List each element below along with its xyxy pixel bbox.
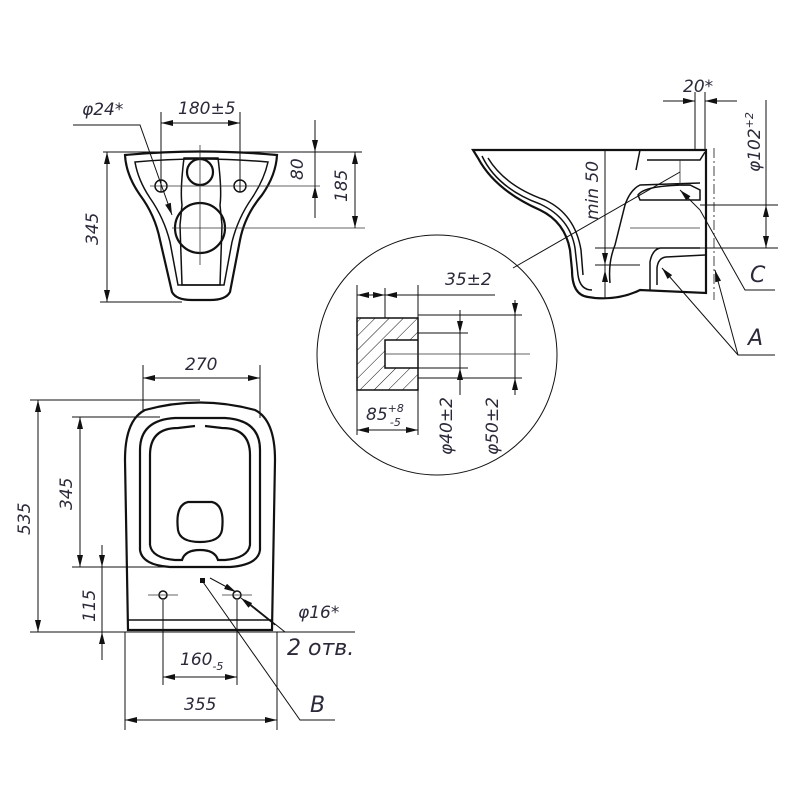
dim-535-label: 535 <box>15 503 35 535</box>
dim-355-label: 355 <box>184 695 216 715</box>
dim-160-label: 160-5 <box>180 650 223 673</box>
top-view: φ24* 180±5 80 185 345 <box>73 99 365 303</box>
dim-80-label: 80 <box>288 158 308 180</box>
dim-35-label: 35±2 <box>445 270 492 290</box>
top-view-channel <box>179 157 223 286</box>
min-50-label: min 50 <box>583 161 603 220</box>
hole-diameter-label: φ24* <box>82 100 123 120</box>
label-a: A <box>746 326 763 351</box>
seat-opening <box>176 500 224 544</box>
seat-outer <box>138 416 262 569</box>
detail-view: 35±2 85+8-5 φ40±2 φ50±2 <box>316 234 558 476</box>
dim-40-label: φ40±2 <box>437 397 457 455</box>
hole-count-label: 2 отв. <box>287 636 354 661</box>
front-view-outline <box>123 401 277 632</box>
hole-spacing-label: 180±5 <box>178 99 236 119</box>
front-view: 270 535 345 115 160-5 355 φ16* 2 отв. B <box>15 355 355 730</box>
outlet-diameter-label: φ102+2 <box>743 112 765 172</box>
dim-50-label: φ50±2 <box>483 397 503 455</box>
detail-callout-line <box>512 171 681 269</box>
hole-leader-front <box>244 599 355 633</box>
dim-345-label: 345 <box>83 213 103 245</box>
seat-inner <box>148 424 252 562</box>
dim-85-label: 85+8-5 <box>366 402 404 429</box>
wall-gap-label: 20* <box>683 77 713 97</box>
label-c: C <box>750 263 766 288</box>
detail-circle <box>316 234 558 476</box>
dim-270-label: 270 <box>185 355 217 375</box>
dim-115-label: 115 <box>80 590 100 622</box>
hole-leader <box>73 124 173 216</box>
c-leader <box>699 209 775 291</box>
point-b <box>200 578 205 583</box>
side-view-outline <box>471 148 708 300</box>
dim-185-label: 185 <box>332 170 352 202</box>
label-b: B <box>310 693 325 718</box>
top-view-outline <box>123 150 279 302</box>
top-view-inner-rim <box>134 158 269 286</box>
front-hole-diameter-label: φ16* <box>298 603 339 623</box>
dim-345-front-label: 345 <box>57 478 77 510</box>
b-leader <box>202 581 335 721</box>
side-view: 20* φ102+2 min 50 C A <box>471 77 778 356</box>
